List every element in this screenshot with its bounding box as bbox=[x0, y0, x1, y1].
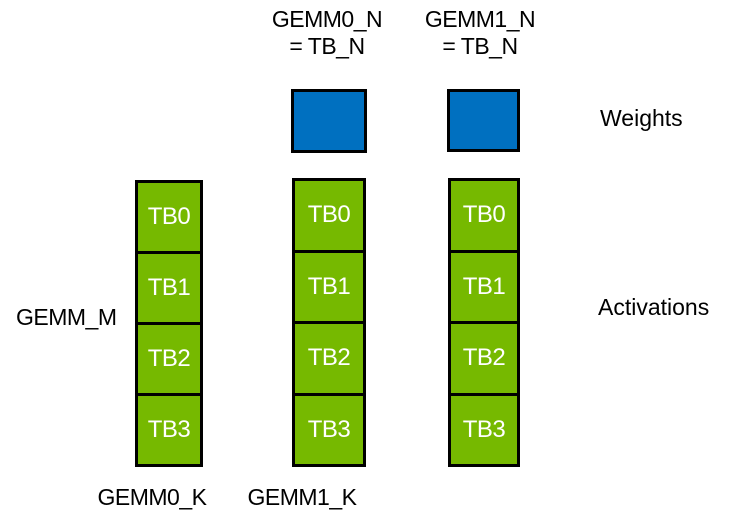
weights-block-gemm0 bbox=[291, 89, 367, 153]
tb-cell: TB2 bbox=[451, 324, 517, 396]
gemm0-n-heading: GEMM0_N = TB_N bbox=[237, 6, 417, 60]
gemm0-n-heading-line2: = TB_N bbox=[289, 33, 365, 59]
tb-cell: TB1 bbox=[138, 254, 200, 325]
gemm0-k-label: GEMM0_K bbox=[97, 484, 207, 510]
gemm0-n-heading-line1: GEMM0_N bbox=[271, 6, 383, 32]
tb-cell: TB1 bbox=[451, 252, 517, 324]
tb-cell: TB3 bbox=[295, 395, 363, 464]
gemm1-n-heading-line1: GEMM1_N bbox=[424, 6, 536, 32]
tb-cell: TB0 bbox=[138, 183, 200, 254]
gemm1-n-heading-line2: = TB_N bbox=[442, 33, 518, 59]
activations-column-1: TB0 TB1 TB2 TB3 bbox=[292, 178, 366, 467]
weights-label: Weights bbox=[600, 105, 683, 131]
activations-label: Activations bbox=[598, 294, 710, 320]
gemm-m-label: GEMM_M bbox=[16, 304, 117, 330]
tb-cell: TB3 bbox=[451, 395, 517, 464]
activations-column-2: TB0 TB1 TB2 TB3 bbox=[448, 178, 520, 467]
weights-block-gemm1 bbox=[447, 89, 520, 152]
tb-cell: TB2 bbox=[138, 325, 200, 396]
gemm1-k-label: GEMM1_K bbox=[247, 484, 357, 510]
tb-cell: TB0 bbox=[295, 181, 363, 253]
tb-cell: TB2 bbox=[295, 324, 363, 396]
gemm1-n-heading: GEMM1_N = TB_N bbox=[390, 6, 570, 60]
tb-cell: TB3 bbox=[138, 396, 200, 464]
tb-cell: TB1 bbox=[295, 252, 363, 324]
tb-cell: TB0 bbox=[451, 181, 517, 253]
activations-column-0: TB0 TB1 TB2 TB3 bbox=[135, 180, 203, 467]
